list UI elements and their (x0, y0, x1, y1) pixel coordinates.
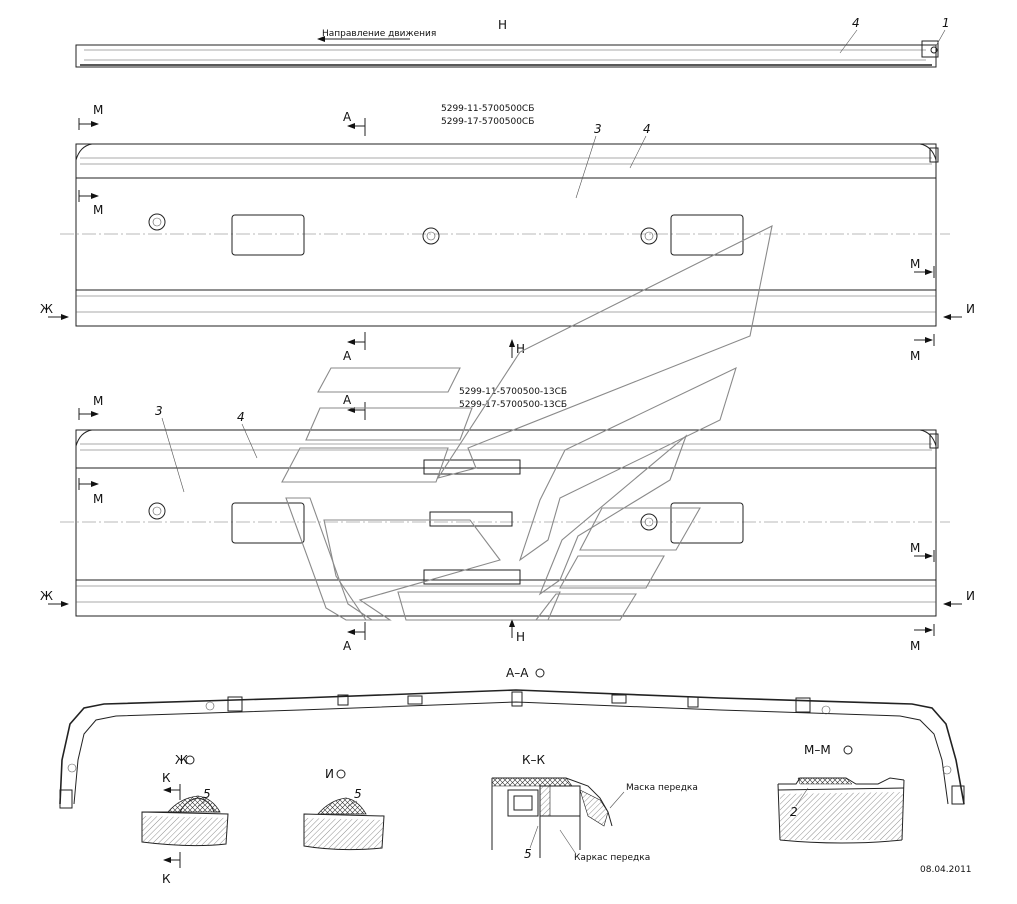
part-3-label-lower: 3 (155, 404, 163, 418)
sec-m-ur1: М (910, 257, 920, 271)
sec-a-upper-bot: А (343, 349, 352, 363)
part-4-label-top: 4 (852, 16, 860, 30)
lower-code-2: 5299-17-5700500-13СБ (459, 400, 567, 410)
sec-m-ur2: М (910, 349, 920, 363)
sec-m-ll2: М (93, 492, 103, 506)
part-4-label-upper: 4 (643, 122, 651, 136)
sec-m-ll1: М (93, 394, 103, 408)
view-i: И 5 (303, 767, 385, 851)
part-1-label-top: 1 (942, 16, 950, 30)
lower-code-1: 5299-11-5700500-13СБ (459, 387, 567, 397)
view-h-label: Н (498, 18, 507, 32)
view-aa-label: А–А (506, 666, 529, 680)
view-i-label: И (325, 767, 334, 781)
sec-m-ul: М (93, 103, 103, 117)
sec-h-mid-bot: Н (516, 630, 525, 644)
view-mm-label: М–М (804, 743, 831, 757)
direction-label: Направление движения (322, 29, 436, 39)
upper-code-2: 5299-17-5700500СБ (441, 117, 534, 127)
sec-m-lr1: М (910, 541, 920, 555)
sec-zh-upper: Ж (40, 302, 53, 316)
lower-panel-outline (75, 429, 937, 617)
sec-a-upper-top: А (343, 110, 352, 124)
mask-front-label: Маска передка (626, 783, 698, 793)
part-5-label-i: 5 (354, 787, 362, 801)
top-strip-outline (75, 44, 937, 68)
sec-i-lower: И (966, 589, 975, 603)
lower-panel: 5299-11-5700500-13СБ 5299-17-5700500-13С… (40, 387, 975, 653)
upper-panel: 5299-11-5700500СБ 5299-17-5700500СБ 3 4 … (40, 103, 975, 363)
section-mm: М–М 2 (777, 743, 905, 844)
sec-a-lower-bot: А (343, 639, 352, 653)
sec-m-lr2: М (910, 639, 920, 653)
part-3-label-upper: 3 (594, 122, 602, 136)
part-4-label-lower: 4 (237, 410, 245, 424)
top-view-h: Н Направление движения 4 1 (75, 16, 950, 68)
sec-a-lower-top: А (343, 393, 352, 407)
upper-panel-outline (75, 143, 937, 327)
sec-k-top: К (162, 771, 171, 785)
sec-zh-lower: Ж (40, 589, 53, 603)
section-aa: А–А (59, 666, 965, 809)
sec-i-upper: И (966, 302, 975, 316)
part-5-label-kk: 5 (524, 847, 532, 861)
part-5-label-zh: 5 (203, 787, 211, 801)
upper-code-1: 5299-11-5700500СБ (441, 104, 534, 114)
drawing-date: 08.04.2011 (920, 865, 972, 875)
part-2-label-mm: 2 (790, 805, 798, 819)
frame-front-label: Каркас передка (574, 853, 650, 863)
view-zh: Ж К 5 К (141, 753, 229, 886)
sec-k-bot: К (162, 872, 171, 886)
view-kk-label: К–К (522, 753, 546, 767)
sec-m-ul2: М (93, 203, 103, 217)
view-zh-label: Ж (175, 753, 188, 767)
watermark-logo (281, 225, 773, 621)
sec-h-mid-top: Н (516, 342, 525, 356)
section-kk: К–К Маска передка Каркас передка 5 (491, 753, 698, 863)
